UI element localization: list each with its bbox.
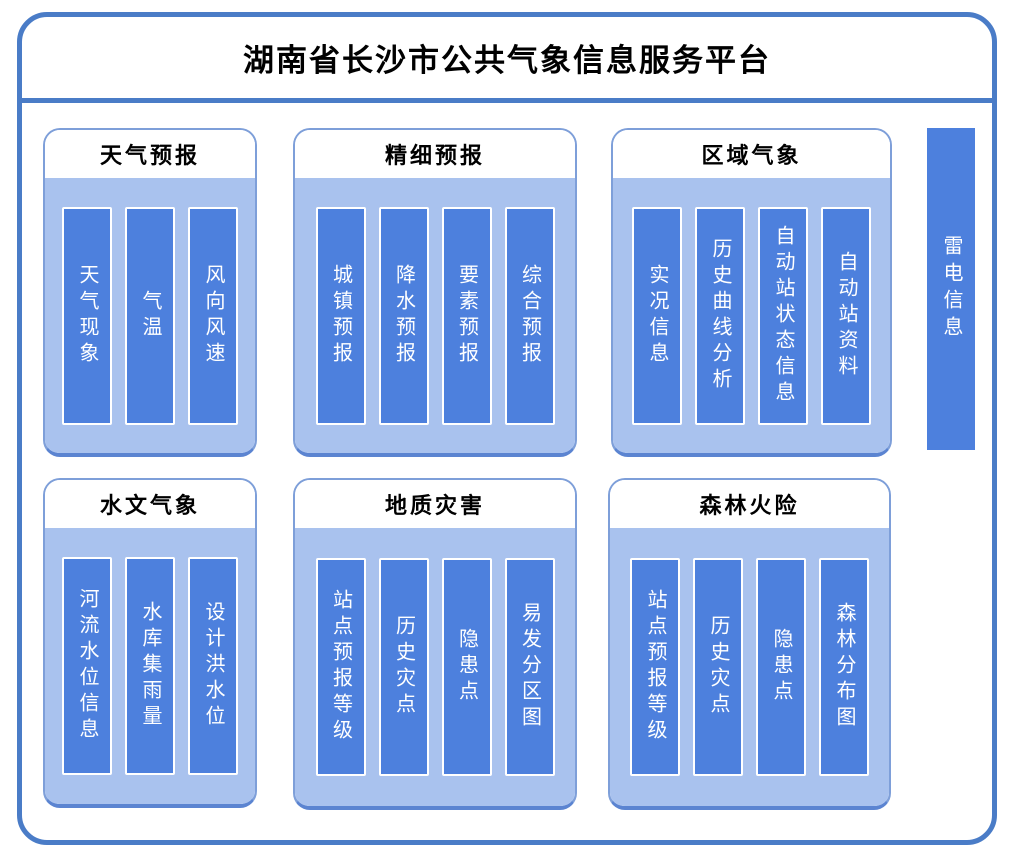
- bar-auto-station-status-info: 自动站状态信息: [758, 206, 808, 425]
- platform-frame: 湖南省长沙市公共气象信息服务平台: [17, 12, 997, 845]
- panel-hydrological-meteorology-body: 河流水位信息 水库集雨量 设计洪水位: [45, 528, 255, 804]
- bar-forest-distribution-map: 森林分布图: [819, 558, 869, 776]
- bar-comprehensive-forecast: 综合预报: [504, 206, 555, 425]
- bar-weather-phenomena: 天气现象: [62, 206, 112, 425]
- bar-auto-station-data: 自动站资料: [821, 206, 871, 425]
- panel-fine-forecast: 精细预报 城镇预报 降水预报 要素预报 综合预报: [293, 128, 577, 457]
- panel-regional-meteorology-header: 区域气象: [613, 130, 890, 178]
- bar-prone-zone-map: 易发分区图: [504, 558, 555, 776]
- bar-hidden-danger-points: 隐患点: [441, 558, 492, 776]
- panel-weather-forecast-header: 天气预报: [45, 130, 255, 178]
- bar-historical-disaster-points: 历史灾点: [693, 558, 743, 776]
- panel-title: 地质灾害: [384, 493, 485, 518]
- page-title: 湖南省长沙市公共气象信息服务平台: [243, 43, 771, 78]
- panel-weather-forecast: 天气预报 天气现象 气温 风向风速: [43, 128, 257, 457]
- bar-lightning-info: 雷电信息: [927, 128, 975, 450]
- panel-geological-disaster: 地质灾害 站点预报等级 历史灾点 隐患点 易发分区图: [293, 478, 577, 810]
- panel-title: 精细预报: [384, 143, 485, 168]
- panel-fine-forecast-body: 城镇预报 降水预报 要素预报 综合预报: [295, 178, 575, 453]
- bar-live-info: 实况信息: [632, 206, 682, 425]
- bar-precipitation-forecast: 降水预报: [378, 206, 429, 425]
- bar-history-curve-analysis: 历史曲线分析: [695, 206, 745, 425]
- panel-forest-fire-risk-body: 站点预报等级 历史灾点 隐患点 森林分布图: [610, 528, 889, 806]
- panel-forest-fire-risk-header: 森林火险: [610, 480, 889, 528]
- panel-geological-disaster-body: 站点预报等级 历史灾点 隐患点 易发分区图: [295, 528, 575, 806]
- bar-historical-disaster-points: 历史灾点: [378, 558, 429, 776]
- panel-title: 森林火险: [699, 493, 800, 518]
- bar-temperature: 气温: [125, 206, 175, 425]
- panel-hydrological-meteorology-header: 水文气象: [45, 480, 255, 528]
- bar-design-flood-level: 设计洪水位: [188, 557, 238, 775]
- panel-fine-forecast-header: 精细预报: [295, 130, 575, 178]
- panel-geological-disaster-header: 地质灾害: [295, 480, 575, 528]
- panel-title: 天气预报: [99, 143, 200, 168]
- bar-station-forecast-level: 站点预报等级: [630, 558, 680, 776]
- bar-river-water-level-info: 河流水位信息: [62, 557, 112, 775]
- panel-regional-meteorology: 区域气象 实况信息 历史曲线分析 自动站状态信息 自动站资料: [611, 128, 892, 457]
- bar-wind-direction-speed: 风向风速: [188, 206, 238, 425]
- bar-station-forecast-level: 站点预报等级: [315, 558, 366, 776]
- panel-title: 区域气象: [701, 143, 802, 168]
- panel-regional-meteorology-body: 实况信息 历史曲线分析 自动站状态信息 自动站资料: [613, 178, 890, 453]
- frame-header: 湖南省长沙市公共气象信息服务平台: [22, 17, 992, 103]
- panel-weather-forecast-body: 天气现象 气温 风向风速: [45, 178, 255, 453]
- bar-element-forecast: 要素预报: [441, 206, 492, 425]
- panel-hydrological-meteorology: 水文气象 河流水位信息 水库集雨量 设计洪水位: [43, 478, 257, 808]
- bar-reservoir-rainfall: 水库集雨量: [125, 557, 175, 775]
- panel-forest-fire-risk: 森林火险 站点预报等级 历史灾点 隐患点 森林分布图: [608, 478, 891, 810]
- bar-town-forecast: 城镇预报: [315, 206, 366, 425]
- panel-title: 水文气象: [99, 493, 200, 518]
- bar-hidden-danger-points: 隐患点: [756, 558, 806, 776]
